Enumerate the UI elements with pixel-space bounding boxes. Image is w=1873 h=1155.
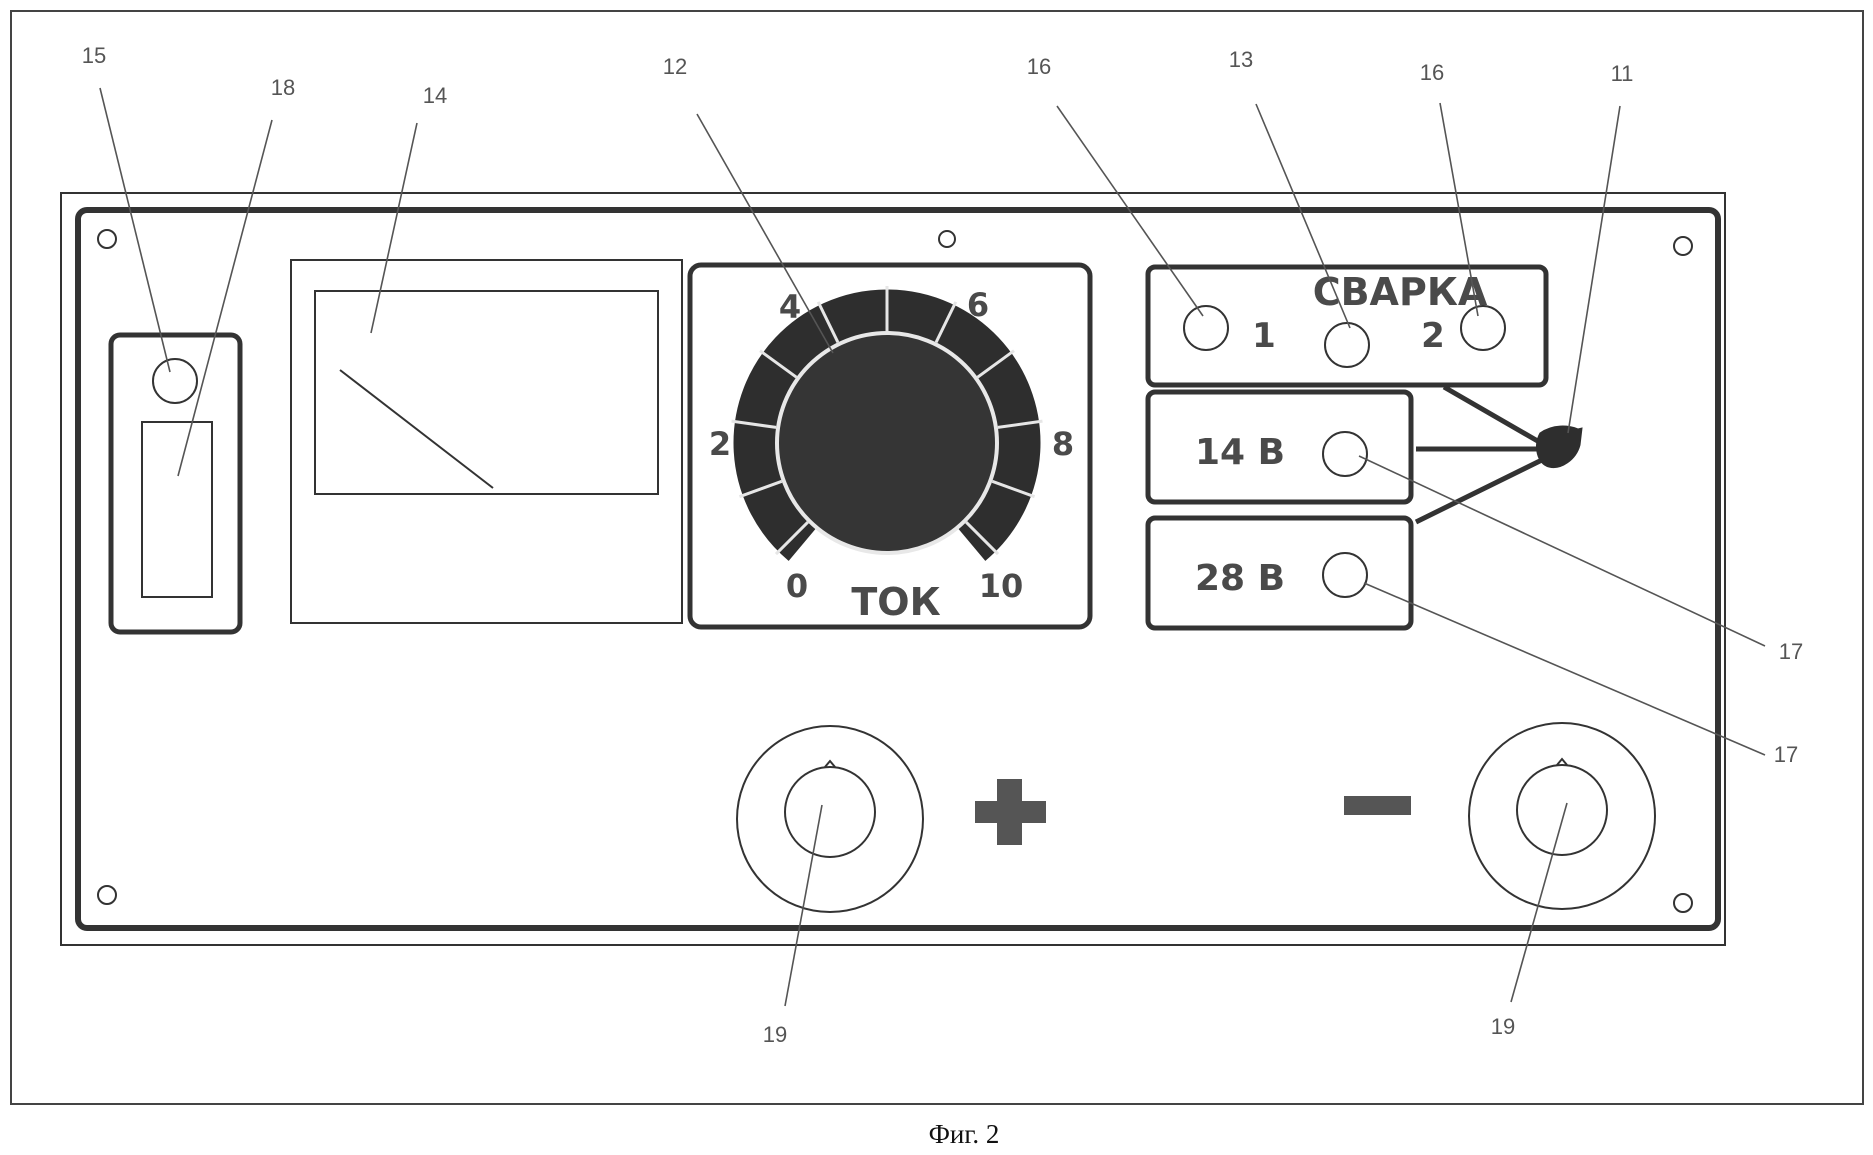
welding-position-1: 1 xyxy=(1252,316,1276,356)
plus-symbol-text: + xyxy=(0,0,1,1)
minus-symbol-text: − xyxy=(0,0,1,1)
output-14v-socket xyxy=(1323,432,1367,476)
dial-tick-label-2: 2 xyxy=(709,425,731,463)
negative-terminal-stud xyxy=(1517,765,1607,855)
dial-tick-label-6: 6 xyxy=(967,286,989,324)
leader-17-lower xyxy=(1364,583,1765,755)
power-switch xyxy=(142,422,212,597)
callout-13: 13 xyxy=(1229,47,1253,72)
output-28v-label: 28 В xyxy=(1195,558,1285,599)
callout-11: 11 xyxy=(1611,61,1634,86)
mounting-hole xyxy=(1674,237,1692,255)
leader-18 xyxy=(178,120,272,476)
dial-tick-label-10: 10 xyxy=(979,567,1024,605)
output-28v-block: 28 В xyxy=(1148,518,1411,628)
power-switch-block xyxy=(111,335,240,632)
leader-11 xyxy=(1568,106,1620,433)
welding-indicator-1 xyxy=(1184,306,1228,350)
positive-terminal-stud xyxy=(785,767,875,857)
callout-16-right: 16 xyxy=(1420,60,1444,85)
leader-lines xyxy=(100,88,1765,1006)
welding-mode-block: СВАРКА 1 2 xyxy=(1148,267,1546,385)
dial-tick-label-8: 8 xyxy=(1052,425,1074,463)
callout-17-lower: 17 xyxy=(1774,742,1798,767)
leader-13 xyxy=(1256,104,1350,328)
mounting-hole xyxy=(98,886,116,904)
voltage-selector xyxy=(1416,387,1582,522)
negative-terminal xyxy=(1469,723,1655,909)
leader-19-right xyxy=(1511,803,1567,1002)
ammeter xyxy=(291,260,682,623)
selector-pointer xyxy=(1537,426,1582,467)
mounting-hole xyxy=(98,230,116,248)
drawing-frame xyxy=(11,11,1863,1104)
positive-terminal xyxy=(737,726,923,912)
meter-window xyxy=(315,291,658,494)
indicator-lamp xyxy=(153,359,197,403)
minus-symbol xyxy=(1344,796,1411,815)
leader-12 xyxy=(697,114,833,353)
welding-label: СВАРКА xyxy=(1313,270,1488,314)
dial-knob xyxy=(777,333,997,553)
dial-tick-label-0: 0 xyxy=(786,567,808,605)
positive-terminal-ring xyxy=(737,726,923,912)
callout-17-upper: 17 xyxy=(1779,639,1803,664)
meter-needle xyxy=(340,370,493,488)
callout-19-right: 19 xyxy=(1491,1014,1515,1039)
plus-symbol xyxy=(975,779,1046,845)
negative-terminal-ring xyxy=(1469,723,1655,909)
output-14v-label: 14 В xyxy=(1195,432,1285,473)
leader-14 xyxy=(371,123,417,333)
meter-outer-frame xyxy=(291,260,682,623)
switch-housing xyxy=(111,335,240,632)
callout-19-left: 19 xyxy=(763,1022,787,1047)
callout-16-left: 16 xyxy=(1027,54,1051,79)
selector-link-lines xyxy=(1416,387,1552,522)
leader-17-upper xyxy=(1359,456,1765,646)
mounting-hole xyxy=(1674,894,1692,912)
current-dial-panel: 0 2 4 6 8 10 ТОК xyxy=(690,231,1090,627)
figure-caption: Фиг. 2 xyxy=(929,1119,1000,1149)
callout-14: 14 xyxy=(423,83,447,108)
dial-pointer-mark xyxy=(939,231,955,247)
dial-tick-label-4: 4 xyxy=(779,288,801,326)
dial-label: ТОК xyxy=(851,580,940,624)
welding-position-2: 2 xyxy=(1421,316,1445,356)
callout-12: 12 xyxy=(663,54,687,79)
welding-mode-switch xyxy=(1325,323,1369,367)
callout-18: 18 xyxy=(271,75,295,100)
callout-15: 15 xyxy=(82,43,106,68)
output-14v-block: 14 В xyxy=(1148,392,1411,502)
output-28v-socket xyxy=(1323,553,1367,597)
